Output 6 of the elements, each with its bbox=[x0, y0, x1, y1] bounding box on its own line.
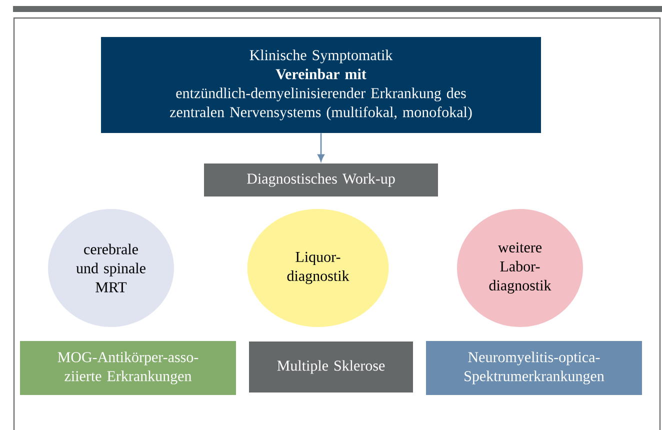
diagnosis-box: Neuromyelitis-optica- Spektrumerkrankungen bbox=[426, 340, 642, 395]
arrow bbox=[318, 133, 324, 162]
diagnosis-box: Multiple Sklerose bbox=[249, 341, 413, 392]
process-box: Diagnostisches Work-up bbox=[204, 164, 438, 196]
diagnosis-box: MOG-Antikörper-asso- ziierte Erkrankungen bbox=[20, 340, 236, 395]
header-box: Klinische Symptomatik Vereinbar mit entzündlich-demyelinisierender Erkrankung des zentralen Nervensystems (multifokal, monofokal) bbox=[101, 37, 541, 133]
